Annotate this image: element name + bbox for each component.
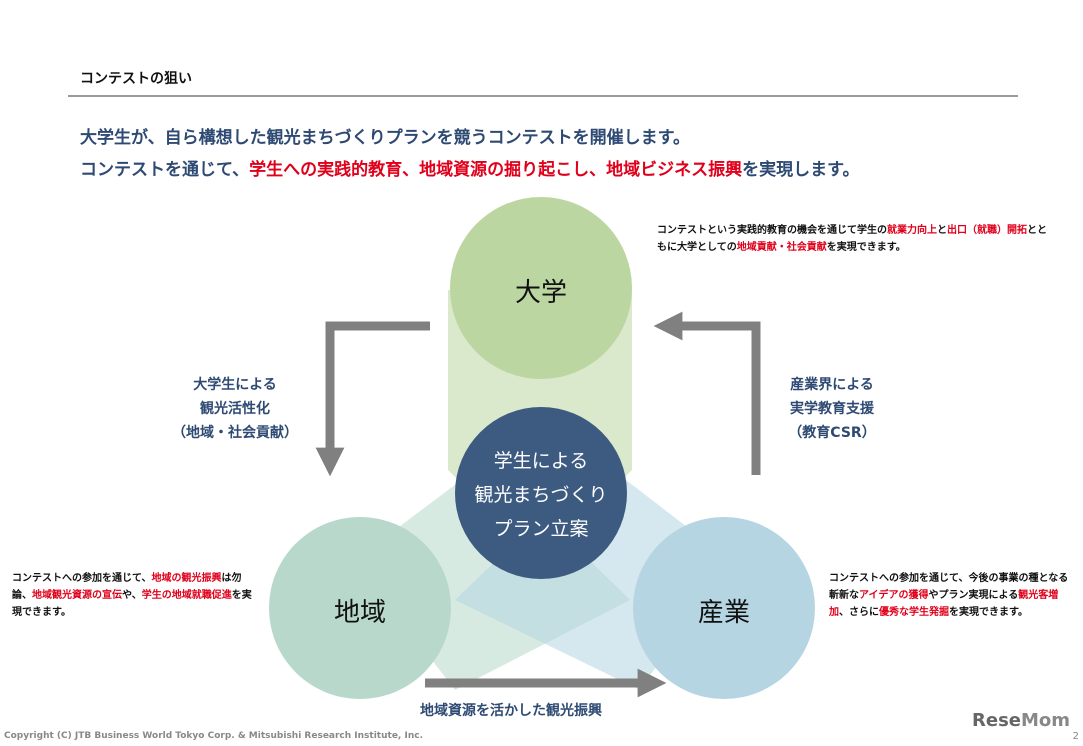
center-line-1: 学生による [493, 450, 589, 472]
center-circle [455, 407, 627, 579]
note-text: とともに大学としての [657, 225, 1047, 253]
right-flow-line-3: （教育CSR） [788, 425, 876, 441]
headline-line-1: 大学生が、自ら構想した観光まちづくりプランを競うコンテストを開催します。 [80, 128, 690, 148]
resemom-logo: ReseMom [972, 710, 1070, 731]
note-highlight: 学生の地域就職促進 [141, 590, 232, 601]
note-text: を実現できます。 [826, 242, 906, 253]
left-flow-line-1: 大学生による [193, 377, 277, 393]
page-number: 2 [1072, 731, 1079, 742]
note-text: コンテストという実践的教育の機会を通じて学生の [657, 225, 887, 236]
note-text: 、さらに [839, 607, 879, 618]
note-text: は勿論、 [12, 573, 242, 601]
note-highlight: 地域の観光振興 [151, 573, 222, 584]
note-text: を実現できます。 [12, 590, 252, 618]
headline-line-2-post: を実現します。 [742, 160, 860, 180]
note-text: コンテストへの参加を通じて、今後の事業の種となる斬新な [829, 573, 1069, 601]
note-text: と [937, 225, 947, 236]
left-flow-label: 大学生による 観光活性化 （地域・社会貢献） [160, 373, 310, 445]
note-text: や、 [122, 590, 142, 601]
university-label: 大学 [514, 278, 567, 308]
right-flow-line-2: 実学教育支援 [790, 401, 874, 417]
industry-label: 産業 [697, 598, 750, 628]
right-flow-line-1: 産業界による [790, 377, 874, 393]
region-label: 地域 [333, 598, 386, 628]
note-text: コンテストへの参加を通じて、 [12, 573, 152, 584]
region-circle [269, 517, 451, 699]
note-highlight: アイデアの獲得 [859, 590, 929, 601]
note-highlight: 優秀な学生発掘 [879, 607, 949, 618]
note-text: を実現できます。 [949, 607, 1028, 618]
headline-line-2-highlight: 学生への実践的教育、地域資源の掘り起こし、地域ビジネス振興 [249, 160, 743, 180]
right-flow-label: 産業界による 実学教育支援 （教育CSR） [757, 373, 907, 445]
logo-part-a: Rese [972, 710, 1021, 731]
note-highlight: 出口（就職）開拓 [947, 225, 1027, 236]
left-flow-arrow [315, 321, 430, 477]
center-line-3: プラン立案 [493, 518, 589, 540]
logo-part-b: Mom [1021, 710, 1071, 731]
right-flow-arrow [653, 311, 761, 475]
industry-circle [633, 517, 815, 699]
region-note: コンテストへの参加を通じて、地域の観光振興は勿論、地域観光資源の宣伝や、学生の地… [12, 570, 257, 621]
headline-line-2-pre: コンテストを通じて、 [80, 160, 250, 180]
industry-note: コンテストへの参加を通じて、今後の事業の種となる斬新なアイデアの獲得やプラン実現… [829, 570, 1074, 621]
center-line-2: 観光まちづくり [474, 484, 608, 506]
note-highlight: 観光客増加 [829, 590, 1059, 618]
note-text: やプラン実現による [928, 590, 1019, 601]
copyright-footer: Copyright (C) JTB Business World Tokyo C… [4, 731, 423, 741]
note-highlight: 就業力向上 [887, 225, 937, 236]
left-flow-line-2: 観光活性化 [200, 401, 270, 417]
section-title: コンテストの狙い [80, 71, 192, 87]
left-flow-line-3: （地域・社会貢献） [172, 425, 298, 441]
bottom-flow-label: 地域資源を活かした観光振興 [420, 703, 602, 719]
note-highlight: 地域貢献・社会貢献 [736, 242, 827, 253]
university-note: コンテストという実践的教育の機会を通じて学生の就業力向上と出口（就職）開拓ととも… [657, 222, 1052, 256]
university-circle [450, 197, 632, 379]
note-highlight: 地域観光資源の宣伝 [32, 590, 122, 601]
center-text: 学生による 観光まちづくり プラン立案 [450, 444, 632, 546]
headline-line-2: コンテストを通じて、学生への実践的教育、地域資源の掘り起こし、地域ビジネス振興を… [80, 155, 859, 180]
title-divider [68, 95, 1018, 97]
